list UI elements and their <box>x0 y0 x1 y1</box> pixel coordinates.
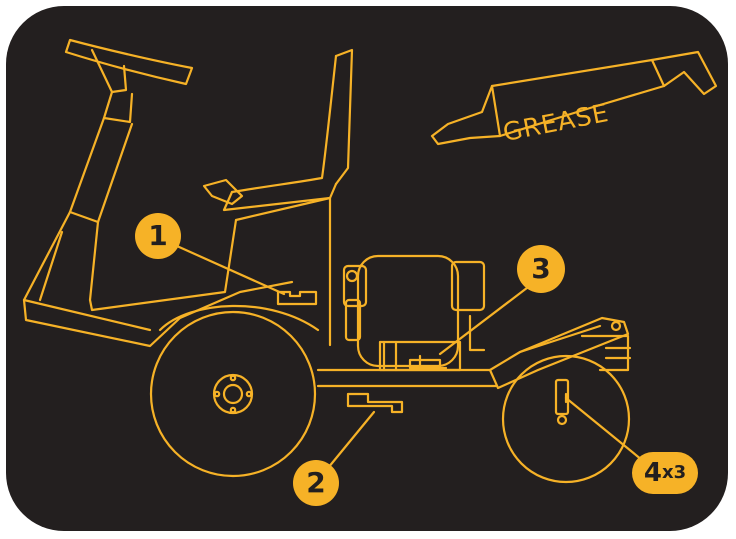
mower-body <box>24 198 330 346</box>
point-badge-label: 1 <box>148 222 167 250</box>
point-badge-2: 2 <box>293 460 339 506</box>
rear-wheel <box>151 306 318 476</box>
point-badge-1: 1 <box>135 213 181 259</box>
point-badge-multiplier: x3 <box>662 464 686 482</box>
front-wheel <box>503 356 629 482</box>
seat <box>204 50 352 210</box>
point-badge-4: 4x3 <box>632 452 698 494</box>
leader-lines <box>168 242 642 468</box>
point-badge-label: 3 <box>531 255 550 283</box>
engine <box>344 256 484 370</box>
point-badge-3: 3 <box>517 245 565 293</box>
point-badge-label: 4 <box>644 460 662 486</box>
point-badge-label: 2 <box>306 469 325 497</box>
steering-wheel <box>66 40 192 222</box>
grease-label: GREASE <box>501 98 612 147</box>
